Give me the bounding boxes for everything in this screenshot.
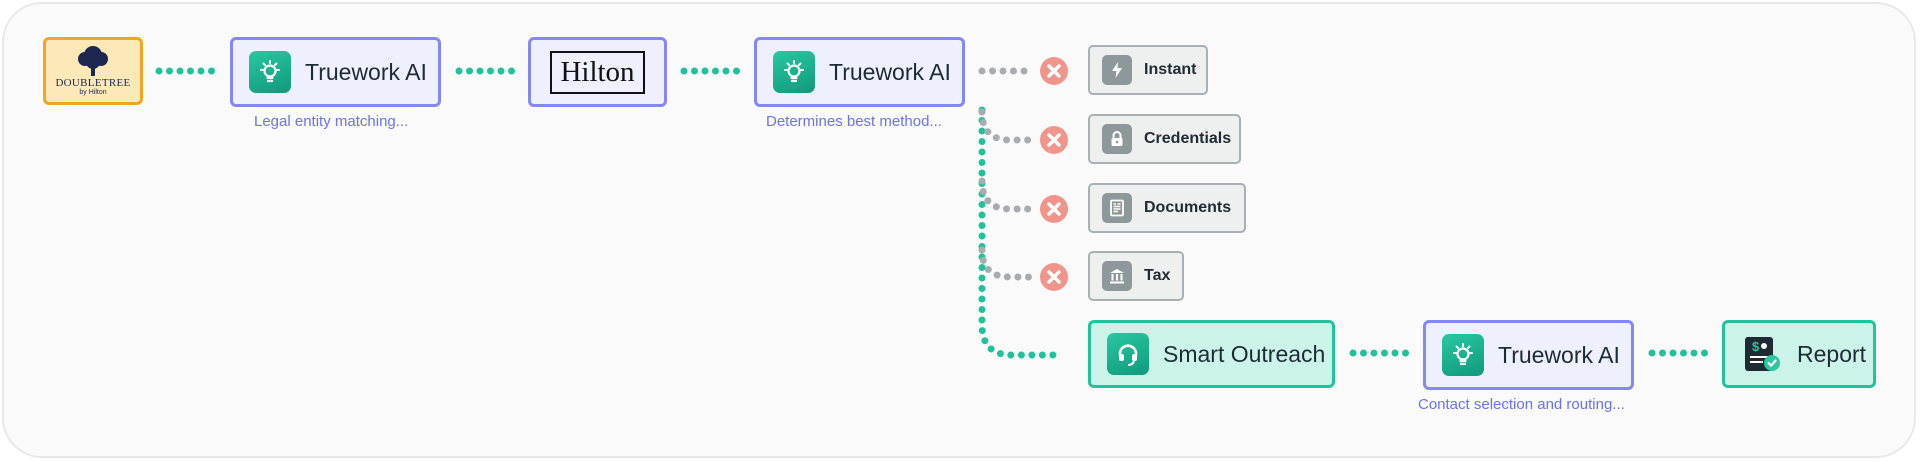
truework-ai-node-2[interactable]: Truework AI (754, 37, 965, 107)
connector-to-documents (978, 177, 1034, 213)
hilton-wordmark: Hilton (550, 50, 645, 94)
close-icon (1047, 133, 1061, 147)
caption-legal-entity-matching: Legal entity matching... (254, 113, 409, 130)
truework-ai-label: Truework AI (1498, 341, 1620, 368)
method-credentials[interactable]: Credentials (1088, 114, 1241, 164)
method-label: Documents (1144, 199, 1232, 216)
lightbulb-icon (773, 51, 815, 93)
fail-marker-instant (1040, 57, 1068, 85)
fail-marker-documents (1040, 195, 1068, 223)
caption-determines-best-method: Determines best method... (766, 113, 942, 130)
bank-icon (1102, 261, 1132, 291)
doubletree-node[interactable]: DoubleTree by Hilton (43, 37, 143, 105)
smart-outreach-node[interactable]: Smart Outreach (1088, 320, 1335, 388)
report-label: Report (1797, 340, 1867, 367)
truework-ai-node-1[interactable]: Truework AI (230, 37, 441, 107)
smart-outreach-label: Smart Outreach (1163, 340, 1326, 367)
method-label: Credentials (1144, 130, 1232, 147)
fail-marker-credentials (1040, 126, 1068, 154)
doubletree-subtitle: by Hilton (79, 89, 107, 96)
report-node[interactable]: $ Report (1722, 320, 1876, 388)
close-icon (1047, 64, 1061, 78)
truework-ai-node-3[interactable]: Truework AI (1423, 320, 1634, 390)
lightning-icon (1102, 55, 1132, 85)
headset-icon (1107, 333, 1149, 375)
svg-text:$: $ (1752, 339, 1760, 354)
method-documents[interactable]: Documents (1088, 183, 1246, 233)
close-icon (1047, 202, 1061, 216)
hilton-node[interactable]: Hilton (528, 37, 667, 107)
connector-ai2-to-smart-outreach (978, 106, 1066, 359)
method-tax[interactable]: Tax (1088, 251, 1184, 301)
lock-icon (1102, 124, 1132, 154)
report-icon: $ (1741, 333, 1783, 375)
lightbulb-icon (249, 51, 291, 93)
tree-logo-icon (78, 46, 108, 76)
truework-ai-label: Truework AI (829, 58, 951, 85)
method-label: Tax (1144, 267, 1171, 284)
method-label: Instant (1144, 61, 1197, 78)
caption-contact-selection-routing: Contact selection and routing... (1418, 396, 1625, 413)
lightbulb-icon (1442, 334, 1484, 376)
close-icon (1047, 270, 1061, 284)
doubletree-wordmark: DoubleTree (55, 77, 131, 89)
truework-ai-label: Truework AI (305, 58, 427, 85)
fail-marker-tax (1040, 263, 1068, 291)
connector-to-credentials (978, 108, 1034, 144)
document-icon (1102, 193, 1132, 223)
method-instant[interactable]: Instant (1088, 45, 1208, 95)
connector-to-tax (978, 246, 1034, 281)
